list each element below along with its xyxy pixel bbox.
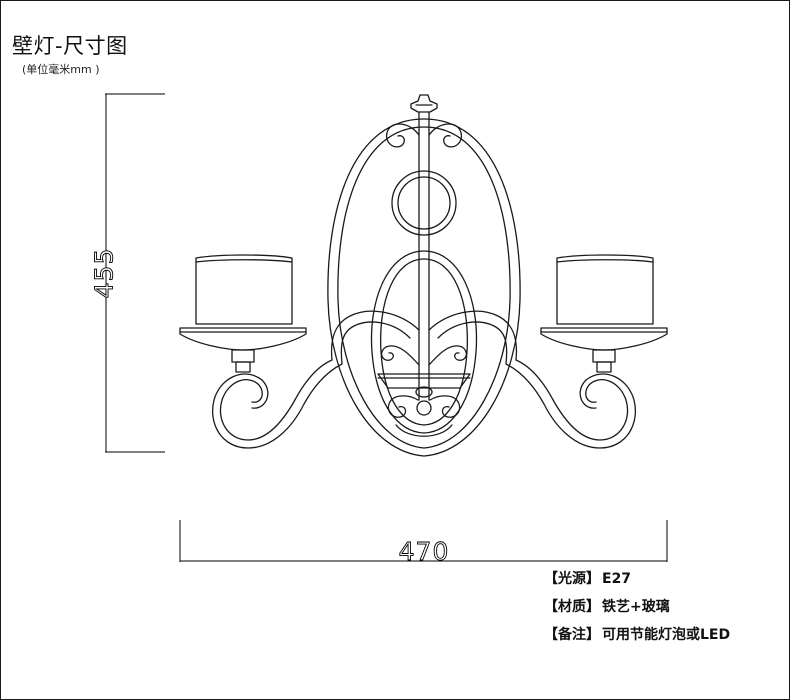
spec-row-light-source: 【光源】E27 xyxy=(544,570,730,598)
spec-label: 【材质】 xyxy=(544,599,600,615)
spec-value: 可用节能灯泡或LED xyxy=(602,627,731,643)
diagram-title: 壁灯-尺寸图 xyxy=(12,34,128,58)
spec-row-remark: 【备注】可用节能灯泡或LED xyxy=(544,626,730,654)
spec-row-material: 【材质】铁艺+玻璃 xyxy=(544,598,730,626)
spec-label: 【备注】 xyxy=(544,627,600,643)
width-label: 470 xyxy=(399,537,450,566)
width-dimension xyxy=(179,520,668,562)
spec-value: E27 xyxy=(602,571,632,587)
height-label: 455 xyxy=(90,248,119,299)
spec-label: 【光源】 xyxy=(544,571,600,587)
spec-value: 铁艺+玻璃 xyxy=(602,599,670,615)
lamp-outline xyxy=(179,94,668,457)
spec-list: 【光源】E27 【材质】铁艺+玻璃 【备注】可用节能灯泡或LED xyxy=(544,570,730,654)
unit-note: (单位毫米mm ) xyxy=(22,63,100,76)
height-dimension xyxy=(105,93,165,453)
